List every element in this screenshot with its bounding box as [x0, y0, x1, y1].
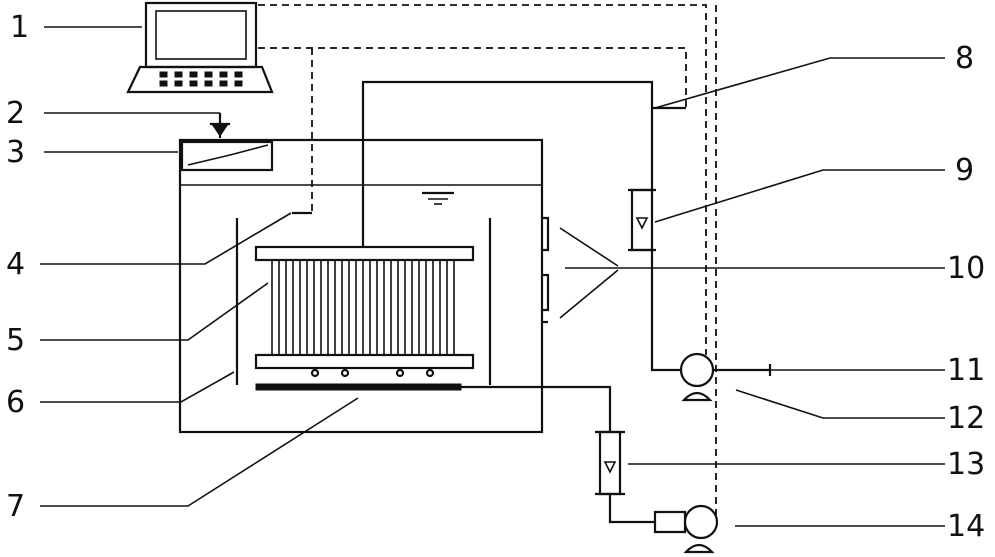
flowmeter-icon [628, 188, 656, 252]
label-4: 4 [6, 247, 25, 282]
label-7: 7 [6, 489, 25, 524]
sampling-ports [542, 216, 550, 324]
label-5: 5 [6, 323, 25, 358]
label-8: 8 [955, 41, 974, 76]
label-9: 9 [955, 153, 974, 188]
reactor-tank [178, 138, 544, 434]
pump-icon [679, 352, 772, 402]
inlet-arrow-icon [210, 113, 230, 138]
air-flowmeter-icon [595, 430, 625, 496]
label-3: 3 [6, 135, 25, 170]
water-level-icon [422, 191, 454, 205]
permeate-pipe [361, 80, 654, 247]
label-10: 10 [947, 251, 985, 286]
label-13: 13 [947, 447, 985, 482]
leader-lines [40, 26, 945, 527]
label-2: 2 [6, 96, 25, 131]
label-12: 12 [947, 401, 985, 436]
label-6: 6 [6, 385, 25, 420]
label-1: 1 [10, 10, 29, 45]
air-pump-icon [653, 504, 719, 554]
label-14: 14 [947, 509, 985, 544]
membrane-module [254, 245, 475, 378]
computer-icon [126, 1, 274, 94]
level-sensor [180, 140, 274, 172]
label-11: 11 [947, 353, 985, 388]
air-pipe [461, 385, 612, 432]
aerator [255, 383, 462, 391]
